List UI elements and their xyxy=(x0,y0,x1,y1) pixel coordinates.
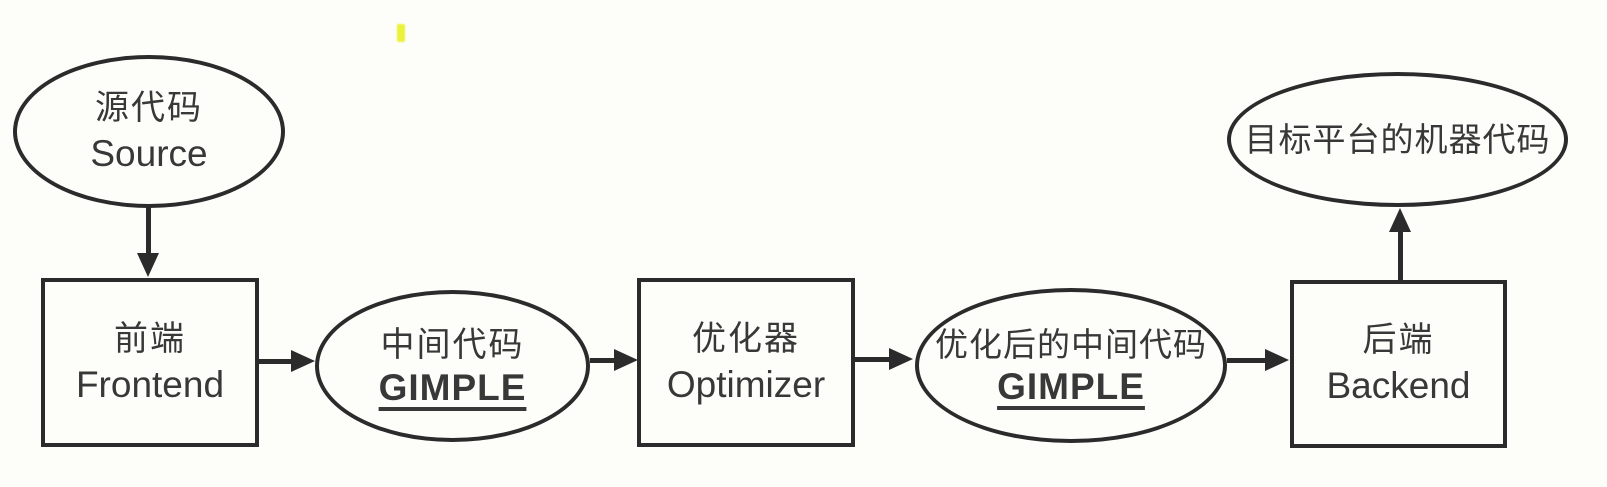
node-gimple1-label-zh: 中间代码 xyxy=(380,325,525,364)
node-optimizer-label-zh: 优化器 xyxy=(692,319,800,358)
arrow-frontend-to-gimple1-head xyxy=(291,350,315,372)
node-backend-label-zh: 后端 xyxy=(1362,321,1435,360)
node-optimizer: 优化器 Optimizer xyxy=(637,278,855,447)
node-frontend: 前端 Frontend xyxy=(41,278,259,447)
node-gimple1-label-en: GIMPLE xyxy=(378,367,527,409)
arrow-frontend-to-gimple1 xyxy=(259,359,293,364)
arrow-source-to-frontend xyxy=(146,206,151,256)
arrow-gimple2-to-backend xyxy=(1227,358,1267,363)
node-frontend-label-en: Frontend xyxy=(75,363,225,405)
arrow-gimple1-to-optimizer-head xyxy=(614,349,638,371)
node-optimizer-label-en: Optimizer xyxy=(666,363,826,405)
node-gimple1: 中间代码 GIMPLE xyxy=(315,290,590,442)
arrow-source-to-frontend-head xyxy=(137,253,159,277)
node-machine-code: 目标平台的机器代码 xyxy=(1227,72,1568,207)
highlight-mark xyxy=(397,24,405,42)
node-source: 源代码 Source xyxy=(13,55,285,208)
node-backend: 后端 Backend xyxy=(1290,280,1507,448)
node-gimple2-label-zh: 优化后的中间代码 xyxy=(935,325,1207,363)
arrow-gimple2-to-backend-head xyxy=(1265,349,1289,371)
node-backend-label-en: Backend xyxy=(1326,365,1471,407)
node-source-label-zh: 源代码 xyxy=(95,88,203,127)
arrow-gimple1-to-optimizer xyxy=(590,358,616,363)
arrow-backend-to-machine-code-head xyxy=(1389,208,1411,232)
node-gimple2: 优化后的中间代码 GIMPLE xyxy=(915,288,1227,443)
arrow-optimizer-to-gimple2-head xyxy=(889,348,913,370)
node-source-label-en: Source xyxy=(90,132,208,174)
node-machine-code-label-zh: 目标平台的机器代码 xyxy=(1244,120,1551,158)
node-frontend-label-zh: 前端 xyxy=(114,319,186,358)
arrow-optimizer-to-gimple2 xyxy=(855,357,891,362)
arrow-backend-to-machine-code xyxy=(1398,228,1403,280)
node-gimple2-label-en: GIMPLE xyxy=(997,366,1145,408)
